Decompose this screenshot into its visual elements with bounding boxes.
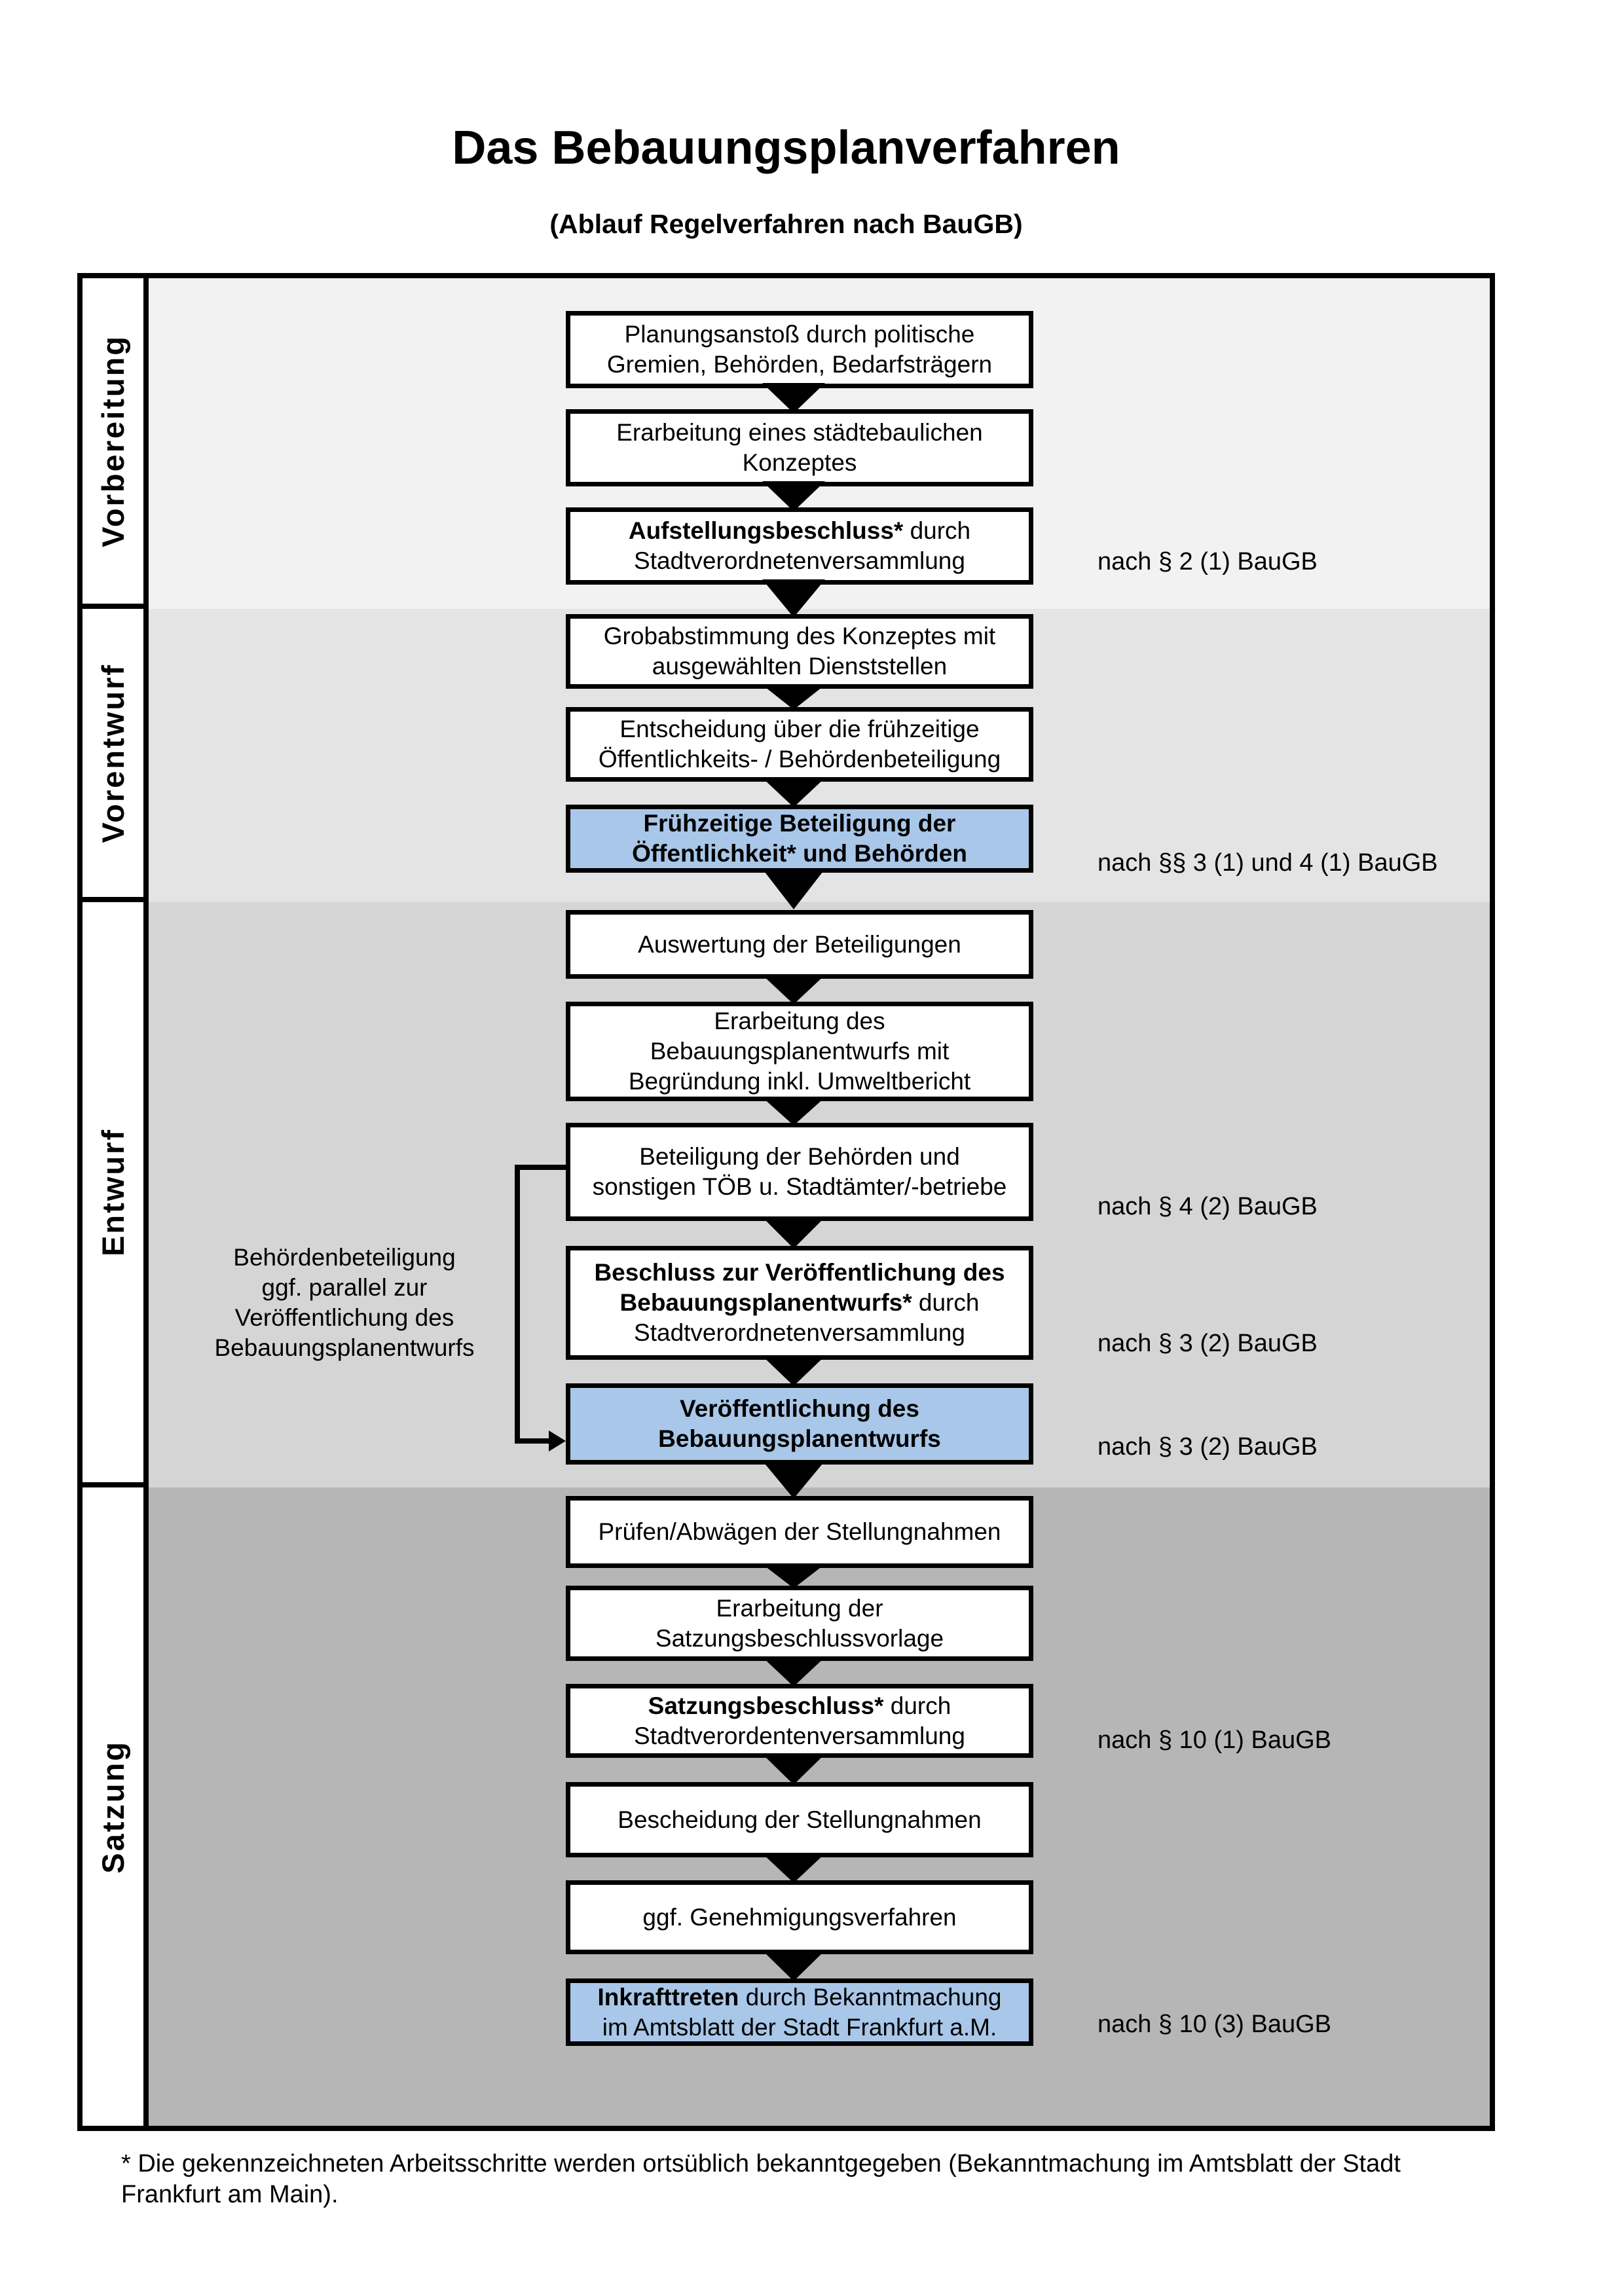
phase-label-vorentwurf: Vorentwurf bbox=[83, 609, 149, 902]
law-note: nach § 10 (3) BauGB bbox=[1098, 2011, 1331, 2038]
down-arrow-icon bbox=[762, 1853, 825, 1883]
flow-box-planungsanstoss: Planungsanstoß durch politische Gremien,… bbox=[566, 311, 1033, 388]
flow-box-aufstellungsbeschluss: Aufstellungsbeschluss* durch Stadtverord… bbox=[566, 507, 1033, 585]
flow-box-auswertung: Auswertung der Beteiligungen bbox=[566, 910, 1033, 979]
flow-box-veroeffentlichung: Veröffentlichung des Bebauungsplanentwur… bbox=[566, 1383, 1033, 1465]
law-note: nach § 3 (2) BauGB bbox=[1098, 1330, 1318, 1357]
parallel-connector-bottom bbox=[515, 1438, 550, 1444]
flow-box-entscheidung-beteiligung: Entscheidung über die frühzeitige Öffent… bbox=[566, 707, 1033, 782]
page-subtitle: (Ablauf Regelverfahren nach BauGB) bbox=[549, 209, 1023, 239]
page-title: Das Bebauungsplanverfahren bbox=[452, 122, 1120, 174]
law-note: nach § 2 (1) BauGB bbox=[1098, 548, 1318, 575]
parallel-connector-top bbox=[515, 1165, 566, 1170]
phase-label-vorbereitung: Vorbereitung bbox=[83, 278, 149, 609]
flow-box-genehmigungsverfahren: ggf. Genehmigungsverfahren bbox=[566, 1880, 1033, 1954]
down-arrow-icon bbox=[762, 1356, 825, 1386]
law-note: nach § 10 (1) BauGB bbox=[1098, 1726, 1331, 1754]
flow-box-konzept-erarbeitung: Erarbeitung eines städtebaulichen Konzep… bbox=[566, 409, 1033, 486]
down-arrow-icon bbox=[762, 579, 825, 617]
phase-label-entwurf: Entwurf bbox=[83, 902, 149, 1487]
flow-box-entwurf-erarbeitung: Erarbeitung des Bebauungsplanentwurfs mi… bbox=[566, 1002, 1033, 1101]
parallel-process-note: Behördenbeteiligung ggf. parallel zur Ve… bbox=[214, 1244, 475, 1361]
down-arrow-icon bbox=[762, 975, 825, 1004]
down-arrow-icon bbox=[762, 1217, 825, 1248]
law-note: nach §§ 3 (1) und 4 (1) BauGB bbox=[1098, 849, 1438, 877]
flow-box-behoerdenbeteiligung: Beteiligung der Behörden und sonstigen T… bbox=[566, 1123, 1033, 1221]
down-arrow-icon bbox=[762, 383, 825, 413]
down-arrow-icon bbox=[762, 1754, 825, 1785]
down-arrow-icon bbox=[762, 869, 825, 909]
flow-box-inkrafttreten: Inkrafttreten durch Bekanntmachung im Am… bbox=[566, 1978, 1033, 2046]
flow-box-bescheidung: Bescheidung der Stellungnahmen bbox=[566, 1782, 1033, 1857]
footnote: * Die gekennzeichneten Arbeitsschritte w… bbox=[121, 2150, 1401, 2208]
down-arrow-icon bbox=[762, 481, 825, 511]
law-note: nach § 4 (2) BauGB bbox=[1098, 1193, 1318, 1220]
down-arrow-icon bbox=[762, 778, 825, 807]
flow-box-grobabstimmung: Grobabstimmung des Konzeptes mit ausgewä… bbox=[566, 614, 1033, 689]
down-arrow-icon bbox=[762, 1950, 825, 1981]
diagram-frame bbox=[77, 273, 1495, 2131]
down-arrow-icon bbox=[762, 1657, 825, 1686]
flow-box-veroeffentlichungsbeschluss: Beschluss zur Veröffentlichung des Bebau… bbox=[566, 1246, 1033, 1360]
phase-label-satzung: Satzung bbox=[83, 1487, 149, 2126]
down-arrow-icon bbox=[762, 685, 825, 710]
flow-box-satzungsvorlage: Erarbeitung der Satzungsbeschlussvorlage bbox=[566, 1586, 1033, 1661]
law-note: nach § 3 (2) BauGB bbox=[1098, 1433, 1318, 1461]
down-arrow-icon bbox=[762, 1564, 825, 1588]
flow-box-pruefen-abwaegen: Prüfen/Abwägen der Stellungnahmen bbox=[566, 1496, 1033, 1568]
down-arrow-icon bbox=[762, 1097, 825, 1125]
flow-box-fruehzeitige-beteiligung: Frühzeitige Beteiligung der Öffentlichke… bbox=[566, 805, 1033, 873]
flow-box-satzungsbeschluss: Satzungsbeschluss* durch Stadtverordente… bbox=[566, 1684, 1033, 1758]
parallel-connector-vertical bbox=[515, 1165, 520, 1444]
parallel-connector-arrowhead-icon bbox=[549, 1430, 566, 1451]
down-arrow-icon bbox=[762, 1461, 825, 1499]
